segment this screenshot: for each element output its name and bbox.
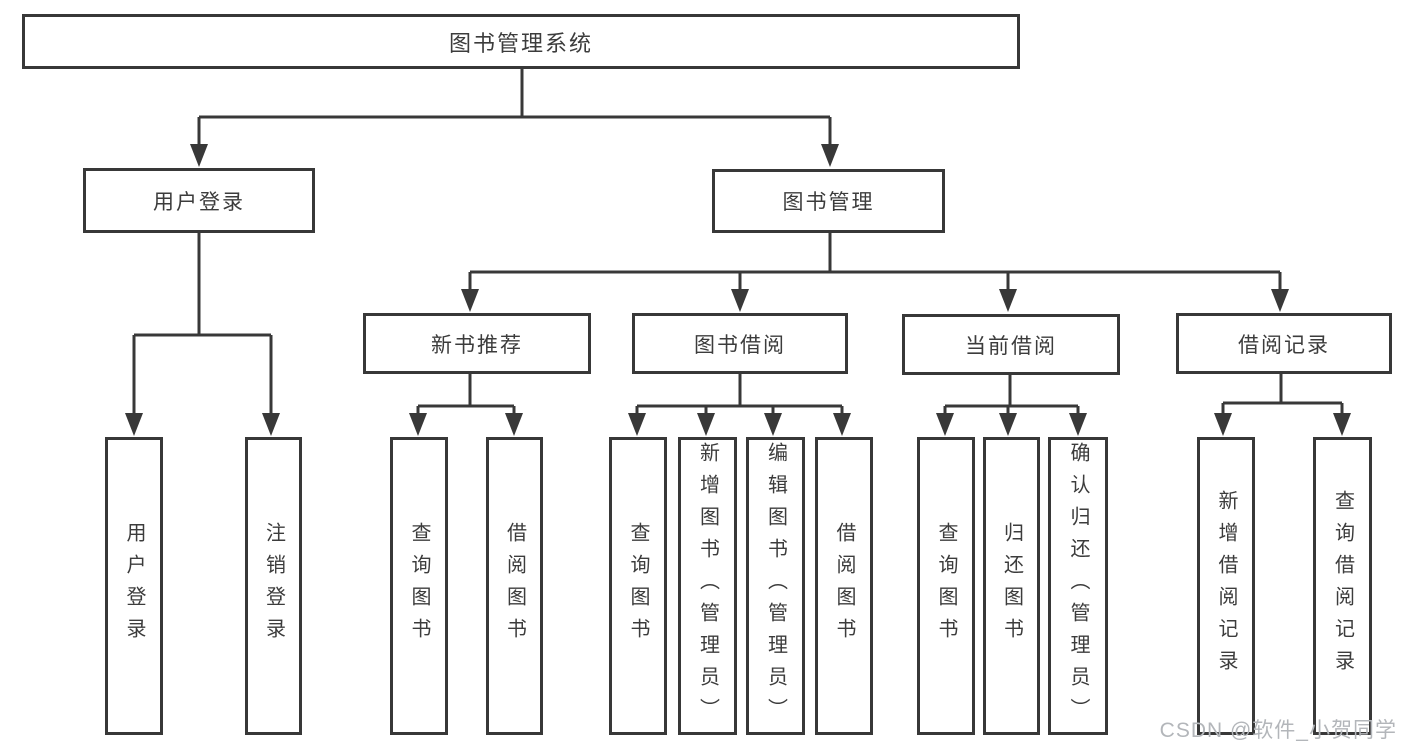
node-root-label: 图书管理系统 xyxy=(448,30,593,56)
node-book-borrow: 图书借阅 xyxy=(632,313,848,374)
node-book-borrow-label: 图书借阅 xyxy=(694,333,786,357)
connector-root-to-level1 xyxy=(197,69,832,146)
node-borrow-records-label: 借阅记录 xyxy=(1238,333,1330,357)
node-borrow-records: 借阅记录 xyxy=(1176,313,1392,374)
leaf-confirm-return-admin-label: 确认归还（管理员） xyxy=(1067,442,1089,730)
leaf-current-query-books: 查询图书 xyxy=(917,437,975,735)
node-book-management: 图书管理 xyxy=(712,169,945,233)
node-new-book-recommend: 新书推荐 xyxy=(363,313,591,374)
leaf-add-borrow-record-label: 新增借阅记录 xyxy=(1215,490,1237,682)
leaf-confirm-return-admin: 确认归还（管理员） xyxy=(1048,437,1108,735)
leaf-newbooks-borrow-books: 借阅图书 xyxy=(486,437,543,735)
leaf-borrow-query-books: 查询图书 xyxy=(609,437,667,735)
leaf-logout-label: 注销登录 xyxy=(262,522,285,650)
node-current-borrow-label: 当前借阅 xyxy=(965,334,1057,358)
connector-newbooks-to-leaves xyxy=(416,374,516,416)
leaf-newbooks-query-books-label: 查询图书 xyxy=(408,522,430,650)
node-new-book-recommend-label: 新书推荐 xyxy=(431,333,523,357)
leaf-newbooks-borrow-books-label: 借阅图书 xyxy=(503,522,526,650)
leaf-return-books-label: 归还图书 xyxy=(1000,522,1023,650)
connector-userlogin-to-leaves xyxy=(132,233,273,416)
leaf-return-books: 归还图书 xyxy=(983,437,1040,735)
node-book-management-label: 图书管理 xyxy=(782,191,875,214)
node-current-borrow: 当前借阅 xyxy=(902,314,1120,375)
leaf-user-login-label: 用户登录 xyxy=(123,522,145,650)
node-user-login: 用户登录 xyxy=(83,168,315,233)
leaf-edit-book-admin-label: 编辑图书（管理员） xyxy=(764,442,787,730)
leaf-borrow-query-books-label: 查询图书 xyxy=(627,522,649,650)
connector-bookborrow-to-leaves xyxy=(635,374,844,416)
leaf-add-book-admin: 新增图书（管理员） xyxy=(678,437,737,735)
leaf-current-query-books-label: 查询图书 xyxy=(935,522,957,650)
leaf-add-book-admin-label: 新增图书（管理员） xyxy=(696,442,719,730)
leaf-add-borrow-record: 新增借阅记录 xyxy=(1197,437,1255,735)
connector-bookmgmt-to-level2 xyxy=(468,233,1282,291)
leaf-logout: 注销登录 xyxy=(245,437,302,735)
leaf-newbooks-query-books: 查询图书 xyxy=(390,437,448,735)
node-user-login-label: 用户登录 xyxy=(153,190,245,214)
leaf-query-borrow-record-label: 查询借阅记录 xyxy=(1331,490,1354,682)
csdn-watermark: CSDN @软件_小贺同学 xyxy=(1159,719,1397,742)
leaf-query-borrow-record: 查询借阅记录 xyxy=(1313,437,1372,735)
leaf-edit-book-admin: 编辑图书（管理员） xyxy=(746,437,805,735)
leaf-user-login: 用户登录 xyxy=(105,437,163,735)
connector-borrowrecords-to-leaves xyxy=(1221,374,1344,416)
connector-currentborrow-to-leaves xyxy=(943,375,1080,416)
leaf-borrow-borrow-books-label: 借阅图书 xyxy=(833,522,855,650)
leaf-borrow-borrow-books: 借阅图书 xyxy=(815,437,873,735)
node-root: 图书管理系统 xyxy=(22,14,1020,69)
